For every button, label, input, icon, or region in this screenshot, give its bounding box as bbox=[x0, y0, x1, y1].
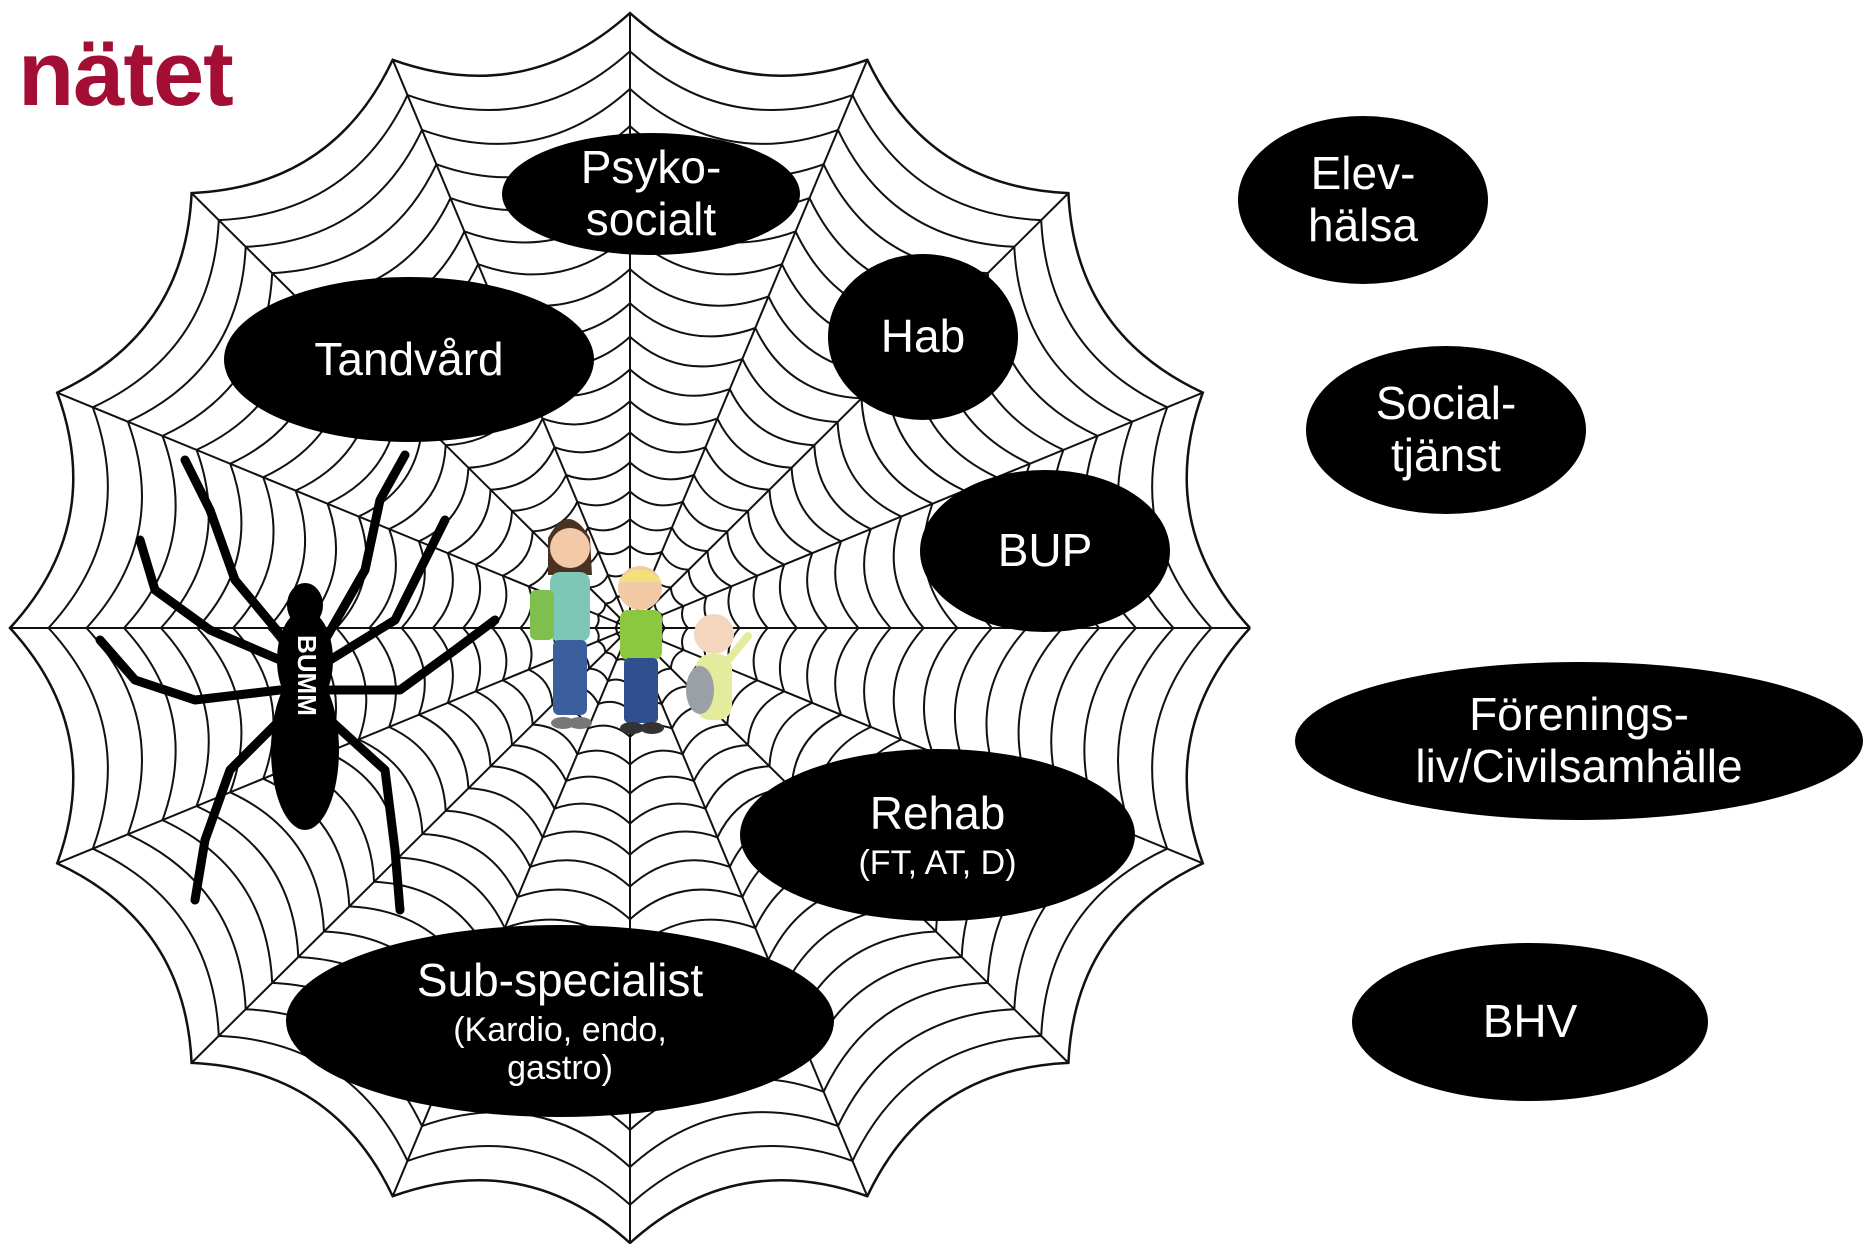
web-ring bbox=[461, 461, 798, 795]
web-ring bbox=[195, 197, 1064, 1059]
web-ring bbox=[85, 87, 1175, 1169]
node-hab: Hab bbox=[828, 254, 1018, 420]
node-psykosocialt: Psyko- socialt bbox=[502, 133, 800, 255]
web-spoke bbox=[629, 391, 1204, 629]
web-ring bbox=[490, 490, 769, 766]
node-bup: BUP bbox=[920, 470, 1170, 632]
web-spoke bbox=[629, 627, 869, 1197]
node-sub-specialist: Sub-specialist (Kardio, endo, gastro) bbox=[286, 925, 834, 1117]
web-ring bbox=[8, 11, 1251, 1244]
boy-figure bbox=[618, 566, 664, 734]
web-ring bbox=[122, 124, 1137, 1132]
web-ring bbox=[47, 49, 1213, 1207]
family-illustration bbox=[530, 519, 752, 734]
web-spoke bbox=[629, 192, 1070, 629]
web-ring bbox=[519, 517, 741, 739]
web-spoke bbox=[629, 59, 869, 629]
node-bhv: BHV bbox=[1352, 943, 1708, 1101]
node-foreningsliv: Förenings- liv/Civilsamhälle bbox=[1295, 662, 1863, 820]
page-title: nätet bbox=[18, 23, 234, 125]
girl-figure bbox=[530, 519, 592, 729]
web-ring bbox=[266, 267, 993, 989]
web-ring bbox=[159, 161, 1100, 1095]
baby-figure bbox=[686, 614, 752, 720]
node-elevhalsa: Elev- hälsa bbox=[1238, 116, 1488, 284]
web-spoke bbox=[56, 627, 631, 865]
node-tandvard: Tandvård bbox=[224, 277, 594, 442]
spider-icon: BUMM bbox=[95, 450, 500, 915]
web-spoke bbox=[56, 391, 631, 629]
node-socialtjanst: Social- tjänst bbox=[1306, 346, 1586, 514]
web-ring bbox=[431, 431, 828, 825]
web-ring bbox=[400, 399, 860, 857]
spider-label: BUMM bbox=[292, 635, 322, 716]
node-rehab: Rehab (FT, AT, D) bbox=[740, 749, 1135, 921]
web-ring bbox=[231, 232, 1028, 1024]
